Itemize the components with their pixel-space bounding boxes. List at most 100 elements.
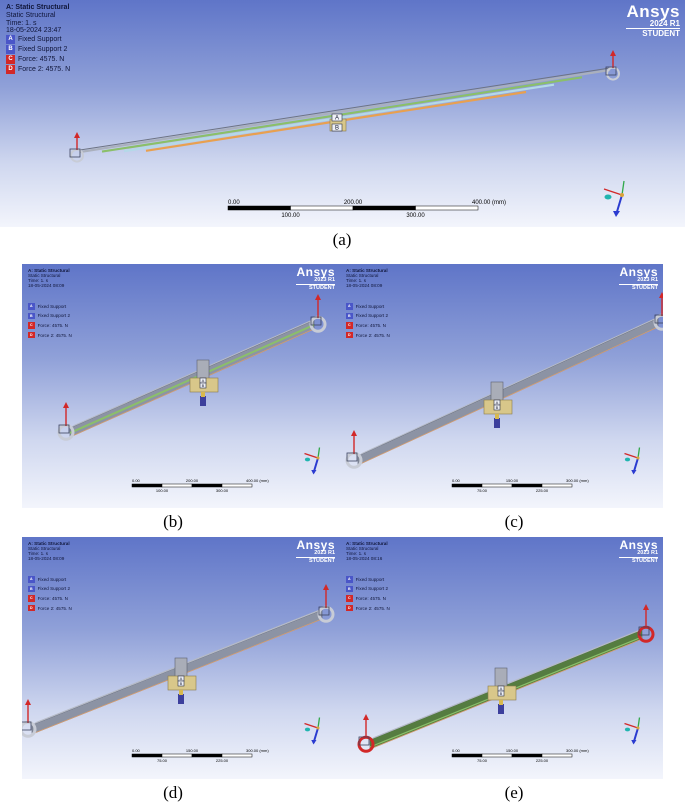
legend-key-b: B (6, 45, 15, 54)
scale-bar-label-top: 300.00 (mm) (566, 748, 589, 753)
marker-b: B (199, 382, 207, 389)
caption-e: (e) (504, 783, 524, 802)
ansys-version-text: 2023 R1 (314, 550, 335, 556)
caption-d: (d) (163, 783, 183, 802)
ansys-brand-text: Ansys (626, 2, 680, 21)
scale-bar-label-bottom: 100.00 (156, 488, 169, 493)
fixed-support-marker (358, 736, 370, 746)
scale-bar-label-top: 0.00 (452, 478, 461, 483)
legend-label: Force: 4575. N (18, 56, 65, 63)
fixed-support-marker (58, 424, 70, 434)
marker-b: B (177, 680, 185, 687)
legend-label: Fixed Support (37, 303, 67, 309)
scale-bar-label-top: 300.00 (mm) (246, 748, 269, 753)
ansys-edition-text: STUDENT (296, 556, 335, 565)
ansys-brand-text: Ansys (619, 538, 658, 552)
force-arrow-icon (659, 292, 663, 316)
axis-triad-icon (603, 180, 625, 217)
legend-label: Fixed Support (18, 36, 62, 43)
legend-label: Force: 4575. N (37, 322, 68, 328)
legend-key-a: A (346, 303, 353, 310)
force-arrow-icon (25, 699, 31, 723)
analysis-date: 18-05-2024 08:16 (346, 556, 383, 562)
ansys-edition-text: STUDENT (626, 28, 680, 38)
legend-label: Force: 4575. N (355, 322, 386, 328)
force-arrow-icon (63, 402, 69, 426)
legend-key-d: D (28, 604, 35, 612)
legend-label: Fixed Support (37, 576, 67, 582)
marker-label: B (335, 126, 339, 132)
force-arrow-icon (363, 714, 369, 738)
ansys-version-text: 2024 R1 (649, 19, 680, 28)
analysis-date: 18-05-2024 23:47 (6, 27, 62, 35)
marker-label: A (496, 400, 499, 405)
analysis-title: A: Static Structural (6, 4, 70, 11)
caption-c: (c) (504, 512, 524, 531)
legend-key-a: A (28, 576, 35, 583)
scale-bar-label-top: 150.00 (506, 478, 519, 483)
scale-bar-label-bottom: 225.00 (216, 758, 229, 763)
legend-key-c: C (346, 322, 353, 329)
ansys-brand-text: Ansys (619, 265, 658, 279)
legend-label: Force: 4575. N (355, 595, 386, 601)
force-arrow-icon (323, 584, 329, 608)
legend-label: Force 2: 4575. N (355, 605, 390, 611)
legend-key-c: C (28, 322, 35, 329)
analysis-type: Static Structural (28, 273, 61, 279)
scale-bar-label-top: 300.00 (mm) (566, 478, 589, 483)
fixed-support-marker (638, 626, 650, 636)
ansys-brand-text: Ansys (296, 265, 335, 279)
marker-label: B (496, 405, 499, 410)
scale-bar-label-top: 0.00 (132, 748, 141, 753)
marker-b: B (493, 404, 501, 411)
axis-triad-icon (624, 447, 641, 475)
analysis-title: A: Static Structural (28, 268, 70, 273)
force-arrow-icon (74, 132, 80, 150)
scale-bar-label-bottom: 75.00 (477, 488, 488, 493)
analysis-title: A: Static Structural (346, 541, 388, 546)
analysis-type: Static Structural (28, 546, 61, 552)
legend-key-c: C (28, 595, 35, 602)
scale-bar-label-top: 400.00 (mm) (472, 200, 506, 206)
axis-triad-icon (304, 447, 321, 475)
leaf-spring-beam (357, 315, 662, 466)
fixed-support-marker (654, 314, 663, 324)
marker-a: A (331, 113, 343, 122)
legend-label: Force 2: 4575. N (355, 332, 390, 338)
marker-b: B (497, 690, 505, 697)
legend-label: Fixed Support 2 (18, 46, 68, 53)
legend-key-b: B (28, 585, 35, 593)
scale-bar-label-top: 150.00 (186, 748, 199, 753)
spring-eye-left (70, 148, 84, 163)
